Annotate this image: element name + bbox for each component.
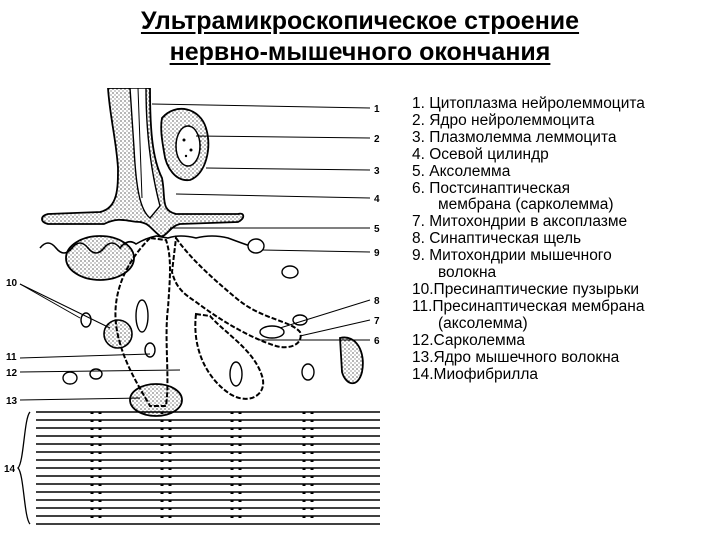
presynaptic-vesicles [103, 319, 133, 349]
legend-item: 13.Ядро мышечного волокна [412, 348, 620, 366]
label-6: 6 [374, 336, 380, 347]
neuromuscular-junction-diagram: 1 2 3 4 5 9 8 7 6 10 11 12 13 14 [4, 88, 380, 525]
neurolemmocyte-nucleus [175, 125, 201, 167]
myofibril-bands [90, 412, 314, 524]
legend-item: 7. Митохондрии в аксоплазме [412, 213, 628, 231]
label-9: 9 [374, 248, 380, 259]
legend-item: 14.Миофибрилла [412, 365, 539, 383]
legend-list: 1. Цитоплазма нейролеммоцита 2. Ядро ней… [412, 95, 718, 383]
title-line-2: нервно-мышечного окончания [169, 38, 551, 66]
label-14: 14 [4, 464, 16, 475]
label-11: 11 [6, 352, 17, 363]
label-13: 13 [6, 396, 18, 407]
page-title: Ультрамикроскопическое строение нервно-м… [40, 6, 680, 68]
axoplasm-mitochondrion [229, 361, 243, 387]
axoplasm-mitochondrion [135, 299, 149, 333]
label-10: 10 [6, 278, 18, 289]
myofibril-bracket [17, 411, 31, 525]
axon-terminal-lower [194, 312, 265, 400]
label-5: 5 [374, 224, 380, 235]
legend-item: 8. Синаптическая щель [412, 230, 582, 248]
left-leader-lines [19, 283, 181, 401]
axon-terminal-right [170, 235, 302, 349]
label-12: 12 [6, 368, 18, 379]
label-7: 7 [374, 316, 380, 327]
legend-item: 5. Аксолемма [412, 162, 511, 180]
myofibrils [36, 411, 380, 525]
legend-item: 3. Плазмолемма леммоцита [412, 128, 617, 146]
muscle-fiber-nucleus [339, 336, 364, 385]
legend-item: 2. Ядро нейролеммоцита [412, 111, 595, 129]
label-2: 2 [374, 134, 380, 145]
legend-item: 11.Пресинаптическая мембрана(аксолемма) [412, 297, 645, 332]
legend-item: 12.Сарколемма [412, 331, 525, 349]
axolemma-line [137, 88, 143, 199]
muscle-mitochondria [62, 238, 315, 385]
right-leader-lines [151, 103, 371, 341]
label-1: 1 [374, 104, 380, 115]
label-3: 3 [374, 166, 380, 177]
muscle-fiber-nucleus [65, 235, 135, 281]
label-4: 4 [374, 194, 380, 205]
legend-item: 10.Пресинаптические пузырьки [412, 280, 640, 298]
title-line-1: Ультрамикроскопическое строение [140, 7, 580, 35]
axoplasm-mitochondrion [259, 325, 285, 339]
muscle-fiber-nucleus [129, 383, 183, 417]
legend-item: 4. Осевой цилиндр [412, 145, 549, 163]
axis-cylinder [129, 88, 161, 219]
label-8: 8 [374, 296, 380, 307]
legend-item: 1. Цитоплазма нейролеммоцита [412, 95, 645, 112]
